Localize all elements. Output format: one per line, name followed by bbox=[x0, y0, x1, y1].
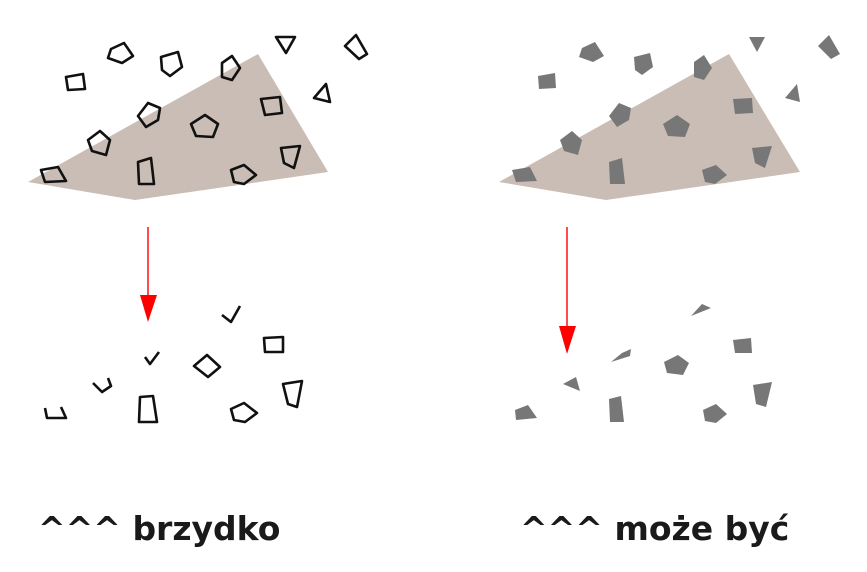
left-down-arrow bbox=[140, 227, 157, 322]
outline-shape bbox=[106, 41, 135, 65]
filled-shape bbox=[663, 115, 690, 137]
filled-shape bbox=[609, 103, 631, 127]
outline-shape bbox=[229, 401, 259, 424]
filled-shape bbox=[538, 73, 556, 89]
caption-right: ^^^ może być bbox=[520, 509, 790, 548]
filled-shape bbox=[691, 304, 711, 316]
outline-shape bbox=[159, 50, 184, 78]
outline-shape bbox=[137, 394, 159, 424]
outline-shape bbox=[343, 33, 369, 61]
outline-fragment bbox=[221, 305, 242, 324]
outline-shape bbox=[229, 163, 258, 186]
filled-shape bbox=[733, 98, 753, 114]
left-top-shapes bbox=[39, 33, 369, 186]
right-bottom-shapes bbox=[515, 304, 772, 423]
right-top-shapes bbox=[512, 35, 840, 184]
outline-shape bbox=[64, 72, 87, 92]
filled-shape bbox=[818, 35, 840, 59]
filled-shape bbox=[611, 349, 631, 362]
outline-shape bbox=[274, 35, 297, 55]
filled-shape bbox=[563, 377, 580, 391]
left-panel bbox=[28, 33, 369, 424]
filled-shape bbox=[785, 84, 800, 102]
filled-shape bbox=[634, 53, 653, 75]
filled-shape bbox=[694, 55, 712, 80]
outline-shape bbox=[39, 165, 68, 184]
right-panel bbox=[499, 35, 840, 423]
outline-fragment bbox=[43, 406, 68, 420]
outline-shape bbox=[136, 101, 162, 129]
filled-shape bbox=[560, 131, 582, 155]
filled-shape bbox=[515, 405, 537, 420]
right-down-arrow bbox=[559, 227, 576, 354]
outline-shape bbox=[312, 82, 332, 104]
filled-shape bbox=[752, 146, 772, 168]
outline-shape bbox=[259, 95, 284, 117]
outline-fragment bbox=[92, 377, 113, 394]
filled-shape bbox=[512, 167, 537, 182]
filled-shape bbox=[703, 404, 727, 423]
outline-shape bbox=[281, 379, 304, 409]
outline-shape bbox=[189, 113, 220, 139]
outline-shape bbox=[192, 353, 222, 379]
filled-shape bbox=[609, 158, 625, 184]
left-mask-wedge bbox=[28, 54, 328, 200]
filled-shape bbox=[609, 396, 624, 422]
outline-fragment bbox=[143, 351, 161, 366]
filled-shape bbox=[733, 338, 752, 353]
caption-left: ^^^ brzydko bbox=[38, 509, 281, 548]
outline-shape bbox=[86, 129, 112, 157]
outline-shape bbox=[279, 144, 302, 170]
filled-shape bbox=[753, 382, 772, 407]
filled-shape bbox=[749, 37, 765, 52]
outline-shape bbox=[136, 156, 156, 186]
outline-shape bbox=[220, 54, 242, 82]
filled-shape bbox=[702, 165, 727, 184]
filled-shape bbox=[579, 42, 604, 62]
left-bottom-shapes bbox=[43, 305, 304, 424]
outline-shape bbox=[262, 335, 285, 354]
filled-shape bbox=[664, 355, 689, 375]
right-mask-wedge bbox=[499, 54, 800, 200]
